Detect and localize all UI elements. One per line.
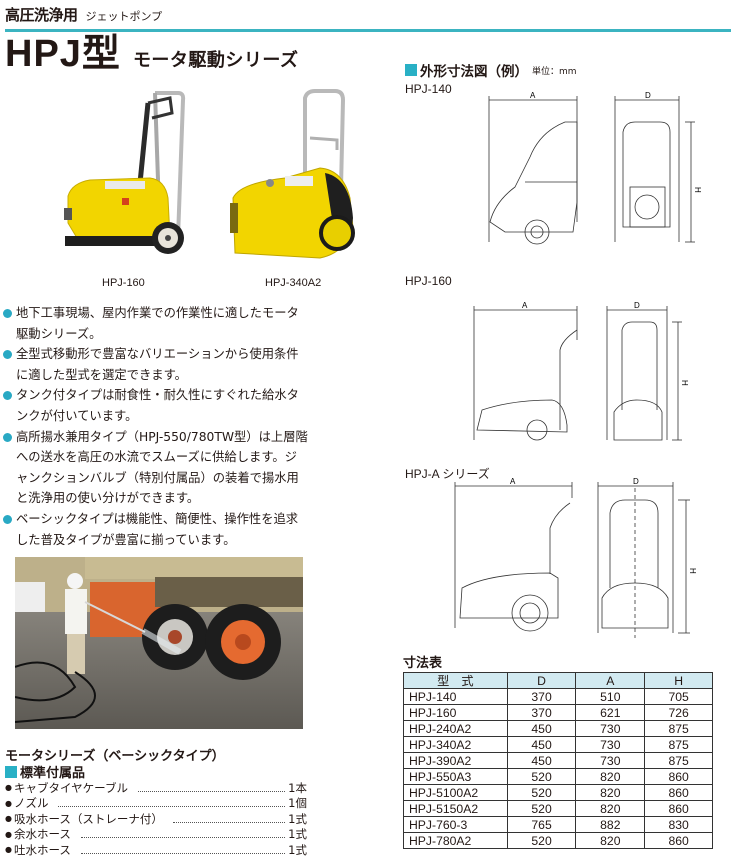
feature-item: 地下工事現場、屋内作業での作業性に適したモータ駆動シリーズ。 — [3, 303, 308, 344]
bullet-icon — [3, 391, 12, 401]
feature-item: ベーシックタイプは機能性、簡便性、操作性を追求した普及タイプが豊富に揃っています… — [3, 509, 308, 550]
svg-text:H: H — [680, 380, 689, 386]
svg-text:A: A — [510, 478, 516, 486]
series-title: モータ駆動シリーズ — [132, 50, 299, 71]
svg-text:D: D — [633, 478, 639, 486]
column-header-h: H — [644, 672, 713, 689]
diagram-hpj-160: A D H — [473, 301, 689, 441]
accessories-series-label: モータシリーズ（ベーシックタイプ） — [5, 749, 225, 764]
bullet-icon — [3, 432, 12, 442]
dimension-drawings-heading: 外形寸法図（例） 単位：mm — [405, 60, 577, 80]
product-photo-hpj-160 — [64, 91, 186, 254]
square-marker-icon — [405, 64, 417, 76]
svg-text:A: A — [522, 301, 528, 310]
svg-text:A: A — [530, 92, 536, 100]
bullet-icon: ● — [5, 783, 12, 793]
header-rule — [5, 29, 731, 32]
unit-label: 単位：mm — [532, 66, 577, 77]
page-header: 高圧洗浄用 ジェットポンプ — [5, 4, 162, 25]
dimension-table-title: 寸法表 — [403, 656, 443, 671]
accessory-item: ●吸水ホース（ストレーナ付）1式 — [5, 811, 307, 826]
bullet-icon: ● — [5, 845, 12, 855]
dot-leader — [58, 799, 286, 808]
square-marker-icon — [5, 765, 17, 778]
product-photo-caption: HPJ-340A2 — [265, 277, 322, 289]
bullet-icon — [3, 309, 12, 318]
product-photo-hpj-340a2 — [230, 89, 355, 259]
accessories-heading: 標準付属品 — [5, 762, 85, 781]
dot-leader — [80, 830, 286, 839]
diagram-label: HPJ-160 — [405, 274, 452, 288]
feature-item: タンク付タイプは耐食性・耐久性にすぐれた給水タンクが付いています。 — [3, 385, 308, 426]
subcategory-label: ジェットポンプ — [85, 10, 163, 23]
dot-leader — [172, 815, 286, 823]
column-header-d: D — [506, 672, 577, 689]
bullet-icon: ● — [5, 829, 12, 839]
usage-scene-photo — [15, 557, 303, 729]
svg-text:D: D — [634, 301, 640, 310]
svg-text:H: H — [693, 187, 702, 193]
diagram-label: HPJ-A シリーズ — [405, 467, 490, 481]
svg-text:D: D — [645, 92, 651, 100]
category-label: 高圧洗浄用 — [5, 6, 78, 24]
feature-list: 地下工事現場、屋内作業での作業性に適したモータ駆動シリーズ。 全型式移動形で豊富… — [3, 303, 308, 550]
table-header-row: 型 式 D A H — [403, 672, 713, 689]
dot-leader — [137, 784, 286, 792]
diagram-label: HPJ-140 — [405, 82, 452, 96]
bullet-icon: ● — [5, 798, 12, 808]
dot-leader — [80, 846, 286, 854]
column-header-a: A — [575, 672, 646, 689]
bullet-icon — [3, 514, 12, 524]
diagram-hpj-140: A D H — [488, 92, 702, 245]
page-title: HPJ型 モータ駆動シリーズ — [5, 34, 299, 74]
model-title: HPJ型 — [5, 33, 121, 75]
bullet-icon — [3, 350, 12, 360]
diagram-hpj-a-series: A D H — [454, 478, 697, 638]
feature-item: 高所揚水兼用タイプ（HPJ-550/780TW型）は上層階への送水を高圧の水流で… — [3, 427, 308, 509]
feature-item: 全型式移動形で豊富なバリエーションから使用条件に適した型式を選定できます。 — [3, 344, 308, 385]
product-photo-caption: HPJ-160 — [102, 277, 145, 289]
column-header-model: 型 式 — [403, 672, 508, 689]
svg-text:H: H — [688, 568, 697, 574]
bullet-icon: ● — [5, 814, 12, 824]
